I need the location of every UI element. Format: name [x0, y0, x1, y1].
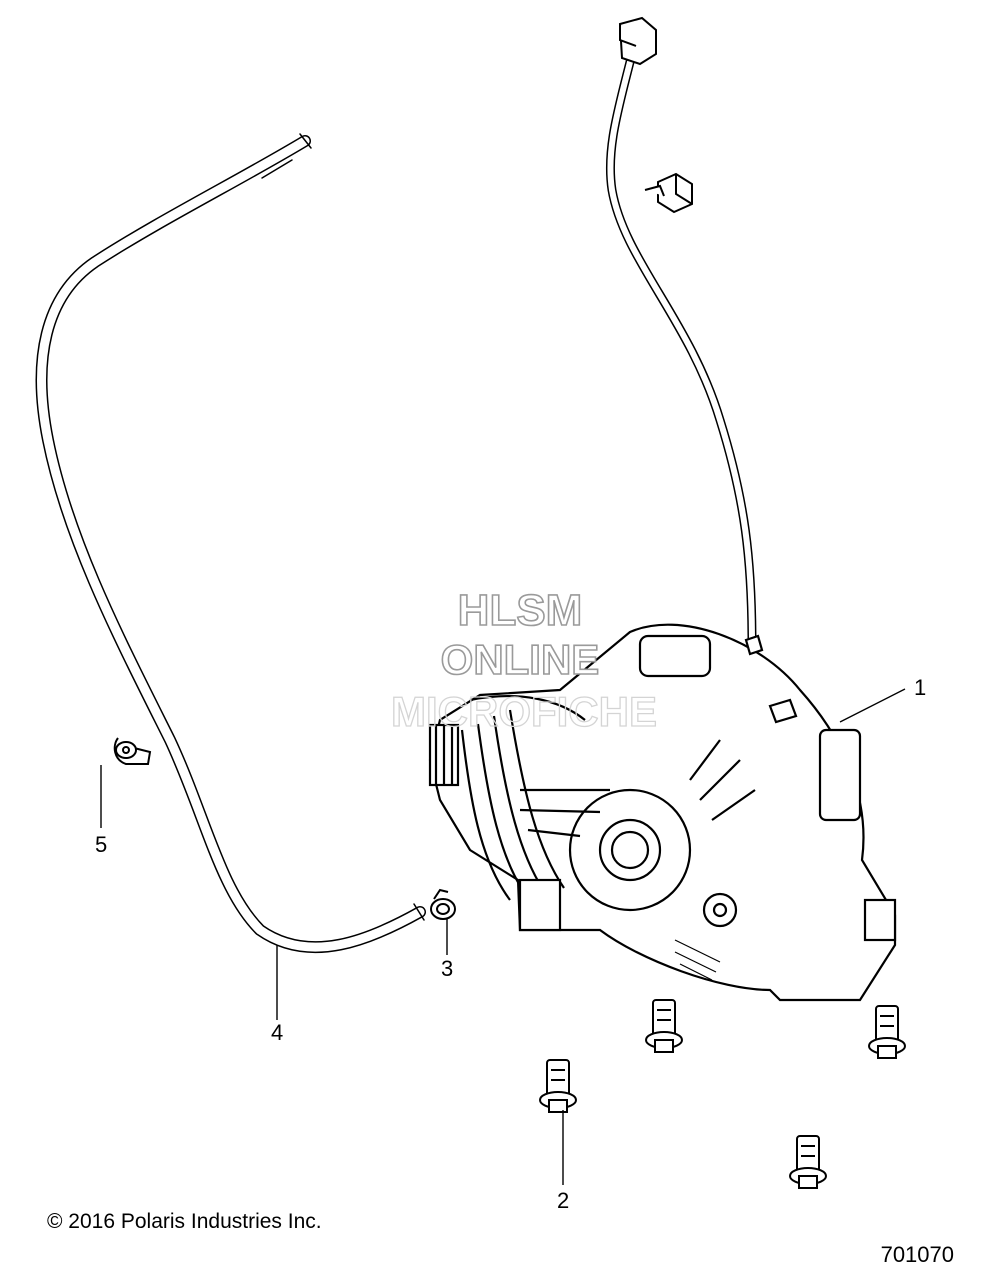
callout-2: 2 [557, 1188, 569, 1213]
leader-lines [100, 688, 906, 1185]
vent-line [605, 57, 757, 650]
watermark-line-1: HLSM [458, 586, 583, 635]
watermark-line-2: ONLINE [441, 636, 600, 683]
mounting-bolt [645, 999, 683, 1053]
front-gearcase-part-1 [428, 623, 897, 1002]
copyright-notice: © 2016 Polaris Industries Inc. [47, 1210, 322, 1233]
retainer-clip [644, 172, 693, 214]
callout-4: 4 [271, 1020, 283, 1045]
watermark-line-3: MICROFICHE [391, 688, 657, 735]
mounting-bolt [789, 1135, 827, 1189]
vent-cap [618, 16, 657, 66]
hose-clamp-part-3 [430, 888, 456, 920]
callout-3: 3 [441, 956, 453, 981]
diagram-number: 701070 [880, 1242, 954, 1267]
p-clip-part-5 [113, 737, 152, 765]
mounting-bolt [868, 1005, 906, 1059]
breather-hose-part-4 [35, 133, 426, 954]
mounting-bolt [539, 1059, 577, 1113]
callout-1: 1 [914, 675, 926, 700]
callout-5: 5 [95, 832, 107, 857]
